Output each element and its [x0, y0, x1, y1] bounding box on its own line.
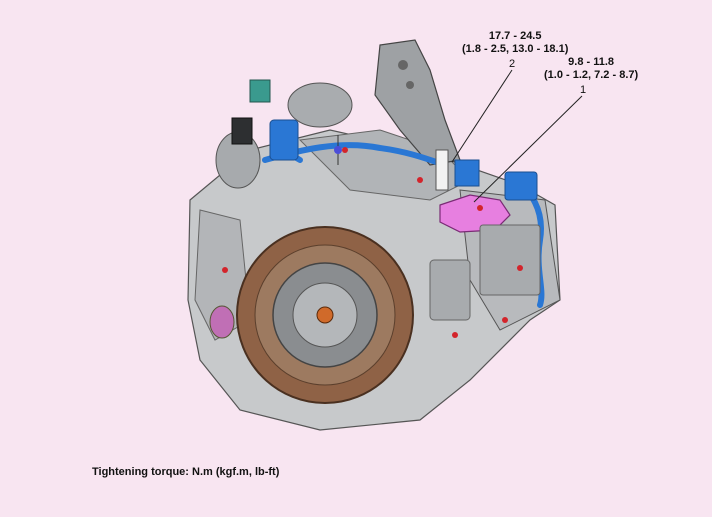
flywheel — [236, 226, 414, 404]
output-shaft-seal — [209, 305, 235, 339]
torque-spec-2-nm: 17.7 - 24.5 — [488, 30, 542, 42]
highlighted-bolt — [435, 149, 449, 191]
torque-spec-1: 9.8 - 11.8 (1.0 - 1.2, 7.2 - 8.7) — [544, 56, 638, 82]
highlighted-bracket-part — [439, 194, 511, 233]
harness-connector-right — [504, 171, 538, 201]
sensor-connector — [454, 159, 480, 187]
torque-spec-2-alt: (1.8 - 2.5, 13.0 - 18.1) — [462, 43, 569, 55]
torque-spec-1-alt: (1.0 - 1.2, 7.2 - 8.7) — [544, 69, 639, 81]
leader-line-1 — [473, 95, 583, 203]
bolt-heads — [222, 147, 523, 383]
torque-spec-1-nm: 9.8 - 11.8 — [568, 56, 615, 68]
callout-number-1: 1 — [580, 84, 587, 96]
torque-units-footnote: Tightening torque: N.m (kgf.m, lb-ft) — [92, 466, 280, 478]
callout-number-2: 2 — [509, 58, 516, 70]
breather-marker — [334, 135, 342, 165]
valve-body — [429, 224, 541, 321]
leader-line-2 — [451, 69, 513, 163]
torque-spec-2: 17.7 - 24.5 (1.8 - 2.5, 13.0 - 18.1) — [462, 30, 568, 56]
harness-connector — [269, 119, 299, 161]
actuator-motor — [215, 79, 353, 189]
